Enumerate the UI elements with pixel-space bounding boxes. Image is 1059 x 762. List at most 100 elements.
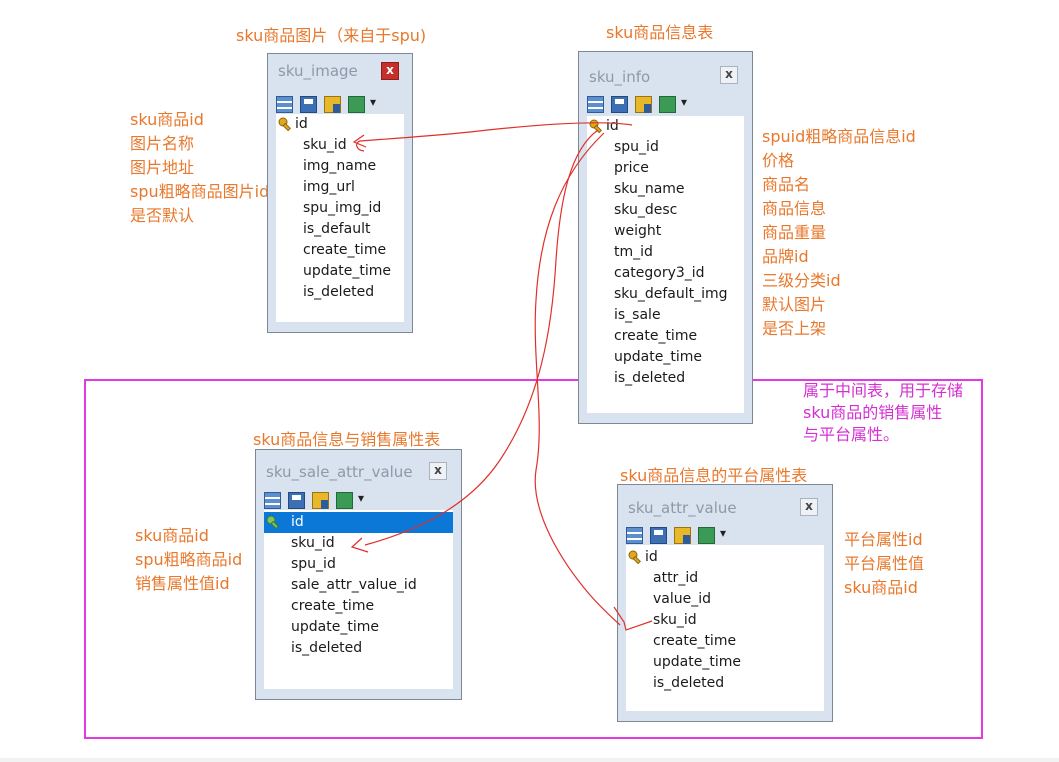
import-icon[interactable]: [698, 526, 726, 544]
table-title: sku_attr_value: [628, 499, 737, 517]
save-icon[interactable]: [611, 95, 628, 113]
column-row[interactable]: create_time: [626, 631, 824, 652]
save-icon[interactable]: [288, 491, 305, 509]
close-icon[interactable]: x: [800, 498, 818, 516]
column-row[interactable]: category3_id: [587, 263, 744, 284]
import-icon[interactable]: [348, 95, 376, 113]
column-row[interactable]: spu_id: [587, 137, 744, 158]
note-line: 是否默认: [130, 206, 195, 225]
note-line: spu粗略商品id: [135, 550, 243, 569]
note-line: 属于中间表，用于存储: [803, 381, 964, 400]
column-row[interactable]: is_deleted: [587, 368, 744, 389]
note-line: 商品名: [762, 175, 811, 194]
column-name: tm_id: [614, 244, 653, 260]
column-name: img_url: [303, 179, 355, 195]
close-icon[interactable]: x: [381, 62, 399, 80]
column-row[interactable]: create_time: [276, 240, 404, 261]
sku-sale-attr-value-table[interactable]: sku_sale_attr_value x id sku_id spu_id s…: [255, 449, 462, 700]
column-list: id sku_id spu_id sale_attr_value_id crea…: [264, 510, 453, 689]
note-line: 销售属性值id: [135, 574, 230, 593]
column-row[interactable]: img_url: [276, 177, 404, 198]
sku-attr-value-caption: sku商品信息的平台属性表: [620, 466, 808, 485]
close-icon[interactable]: x: [720, 66, 738, 84]
key-icon[interactable]: [324, 95, 341, 113]
column-row[interactable]: sku_id: [264, 533, 453, 554]
column-name: sku_default_img: [614, 286, 728, 302]
column-row[interactable]: price: [587, 158, 744, 179]
column-row[interactable]: attr_id: [626, 568, 824, 589]
grid-icon[interactable]: [264, 491, 281, 509]
column-row-selected[interactable]: id: [264, 512, 453, 533]
column-row[interactable]: id: [587, 116, 744, 137]
column-row[interactable]: sku_desc: [587, 200, 744, 221]
grid-icon[interactable]: [587, 95, 604, 113]
note-line: 三级分类id: [762, 271, 841, 290]
column-row[interactable]: value_id: [626, 589, 824, 610]
column-row[interactable]: tm_id: [587, 242, 744, 263]
column-name: create_time: [291, 598, 375, 614]
column-name: update_time: [291, 619, 379, 635]
column-name: spu_img_id: [303, 200, 382, 216]
table-title: sku_image: [278, 62, 358, 80]
column-row[interactable]: sku_default_img: [587, 284, 744, 305]
column-name: price: [614, 160, 649, 176]
grid-icon[interactable]: [626, 526, 643, 544]
sku-info-table[interactable]: sku_info x id spu_id price sku_name sku_…: [578, 51, 753, 424]
column-name: is_deleted: [653, 675, 725, 691]
column-name: weight: [614, 223, 662, 239]
column-row[interactable]: is_default: [276, 219, 404, 240]
sku-image-table[interactable]: sku_image x id sku_id img_name img_url s…: [267, 53, 413, 333]
save-icon[interactable]: [650, 526, 667, 544]
note-line: sku商品id: [130, 110, 204, 129]
note-line: 图片名称: [130, 134, 195, 153]
key-icon[interactable]: [635, 95, 652, 113]
key-icon[interactable]: [312, 491, 329, 509]
column-row[interactable]: weight: [587, 221, 744, 242]
primary-key-icon: [266, 515, 279, 530]
grid-icon[interactable]: [276, 95, 293, 113]
column-name: sku_name: [614, 181, 685, 197]
column-name: create_time: [653, 633, 737, 649]
column-row[interactable]: sku_id: [626, 610, 824, 631]
column-row[interactable]: is_deleted: [276, 282, 404, 303]
column-name: spu_id: [614, 139, 659, 155]
column-name: is_deleted: [303, 284, 375, 300]
sku-sale-attr-value-caption: sku商品信息与销售属性表: [253, 430, 441, 449]
import-icon[interactable]: [336, 491, 364, 509]
primary-key-icon: [628, 550, 641, 565]
import-icon[interactable]: [659, 95, 687, 113]
save-icon[interactable]: [300, 95, 317, 113]
column-row[interactable]: spu_img_id: [276, 198, 404, 219]
column-row[interactable]: id: [276, 114, 404, 135]
column-row[interactable]: is_sale: [587, 305, 744, 326]
table-title: sku_info: [589, 68, 651, 86]
column-row[interactable]: update_time: [276, 261, 404, 282]
column-row[interactable]: spu_id: [264, 554, 453, 575]
note-line: sku商品id: [844, 578, 918, 597]
table-title: sku_sale_attr_value: [266, 463, 413, 481]
column-row[interactable]: sku_name: [587, 179, 744, 200]
column-row[interactable]: update_time: [587, 347, 744, 368]
column-row[interactable]: sku_id: [276, 135, 404, 156]
column-row[interactable]: update_time: [264, 617, 453, 638]
primary-key-icon: [278, 117, 291, 132]
column-row[interactable]: is_deleted: [264, 638, 453, 659]
column-row[interactable]: id: [626, 547, 824, 568]
column-row[interactable]: update_time: [626, 652, 824, 673]
sku-sale-attr-value-notes: sku商品id spu粗略商品id 销售属性值id: [135, 524, 242, 596]
close-icon[interactable]: x: [429, 462, 447, 480]
key-icon[interactable]: [674, 526, 691, 544]
bottom-divider: [0, 758, 1059, 762]
table-toolbar: [264, 490, 364, 510]
note-line: sku商品的销售属性: [803, 403, 943, 422]
sku-image-notes: sku商品id 图片名称 图片地址 spu粗略商品图片id 是否默认: [130, 108, 269, 228]
column-row[interactable]: create_time: [264, 596, 453, 617]
column-row[interactable]: img_name: [276, 156, 404, 177]
sku-attr-value-table[interactable]: sku_attr_value x id attr_id value_id sku…: [617, 484, 833, 722]
column-name: spu_id: [291, 556, 336, 572]
column-row[interactable]: create_time: [587, 326, 744, 347]
note-line: 平台属性id: [844, 530, 923, 549]
column-row[interactable]: sale_attr_value_id: [264, 575, 453, 596]
note-line: 平台属性值: [844, 554, 925, 573]
column-row[interactable]: is_deleted: [626, 673, 824, 694]
